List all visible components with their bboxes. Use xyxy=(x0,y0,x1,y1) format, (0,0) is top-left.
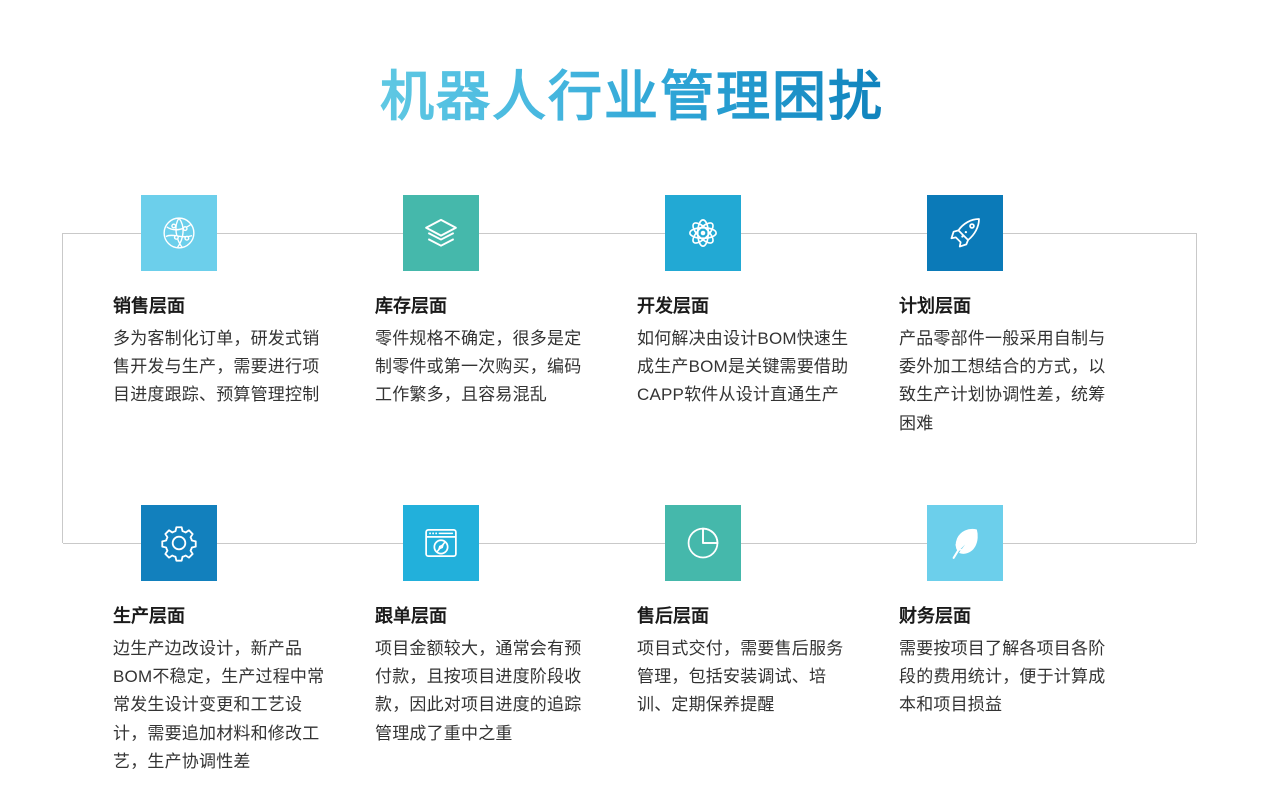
connector-segment-top-1 xyxy=(63,233,141,234)
globe-network-icon xyxy=(158,212,200,254)
page-title-wrap: 机器人行业管理困扰 xyxy=(0,28,1264,168)
card-icon-box xyxy=(141,505,217,581)
connector-segment-bottom-5 xyxy=(1003,543,1196,544)
rocket-icon xyxy=(944,212,986,254)
card-title: 售后层面 xyxy=(637,606,709,626)
page-title: 机器人行业管理困扰 xyxy=(380,64,884,132)
connector-segment-top-5 xyxy=(1003,233,1196,234)
card-title: 财务层面 xyxy=(899,606,971,626)
connector-segment-top-4 xyxy=(741,233,927,234)
card-body: 项目式交付，需要售后服务管理，包括安装调试、培训、定期保养提醒 xyxy=(637,639,844,715)
card-icon-box xyxy=(665,505,741,581)
connector-segment-bottom-1 xyxy=(63,543,141,544)
card-inventory[interactable]: 库存层面 零件规格不确定，很多是定制零件或第一次购买，编码工作繁多，且容易混乱 xyxy=(375,195,610,410)
card-icon-box xyxy=(403,505,479,581)
gear-icon xyxy=(158,522,200,564)
connector-segment-bottom-4 xyxy=(741,543,927,544)
card-icon-box xyxy=(927,505,1003,581)
card-title: 销售层面 xyxy=(113,296,185,316)
card-title: 生产层面 xyxy=(113,606,185,626)
card-body: 多为客制化订单，研发式销售开发与生产，需要进行项目进度跟踪、预算管理控制 xyxy=(113,329,320,405)
card-title: 跟单层面 xyxy=(375,606,447,626)
card-body: 需要按项目了解各项目各阶段的费用统计，便于计算成本和项目损益 xyxy=(899,639,1106,715)
browser-compass-icon xyxy=(420,522,462,564)
card-title: 计划层面 xyxy=(899,296,971,316)
card-order-tracking[interactable]: 跟单层面 项目金额较大，通常会有预付款，且按项目进度阶段收款，因此对项目进度的追… xyxy=(375,505,610,748)
connector-mask-bottom xyxy=(63,536,1196,552)
feather-icon xyxy=(944,522,986,564)
card-icon-box xyxy=(403,195,479,271)
card-title: 开发层面 xyxy=(637,296,709,316)
card-icon-box xyxy=(927,195,1003,271)
connector-segment-bottom-2 xyxy=(217,543,403,544)
card-sales[interactable]: 销售层面 多为客制化订单，研发式销售开发与生产，需要进行项目进度跟踪、预算管理控… xyxy=(113,195,348,410)
connector-mask-top xyxy=(63,226,1196,242)
card-production[interactable]: 生产层面 边生产边改设计，新产品BOM不稳定，生产过程中常常发生设计变更和工艺设… xyxy=(113,505,348,776)
atom-icon xyxy=(682,212,724,254)
card-development[interactable]: 开发层面 如何解决由设计BOM快速生成生产BOM是关键需要借助CAPP软件从设计… xyxy=(637,195,872,410)
connector-segment-top-3 xyxy=(479,233,665,234)
pie-chart-icon xyxy=(682,522,724,564)
connector-segment-bottom-3 xyxy=(479,543,665,544)
card-planning[interactable]: 计划层面 产品零部件一般采用自制与委外加工想结合的方式，以致生产计划协调性差，统… xyxy=(899,195,1134,438)
card-body: 项目金额较大，通常会有预付款，且按项目进度阶段收款，因此对项目进度的追踪管理成了… xyxy=(375,639,582,743)
card-finance[interactable]: 财务层面 需要按项目了解各项目各阶段的费用统计，便于计算成本和项目损益 xyxy=(899,505,1134,720)
layers-stack-icon xyxy=(420,212,462,254)
card-body: 如何解决由设计BOM快速生成生产BOM是关键需要借助CAPP软件从设计直通生产 xyxy=(637,329,849,405)
card-after-sales[interactable]: 售后层面 项目式交付，需要售后服务管理，包括安装调试、培训、定期保养提醒 xyxy=(637,505,872,720)
card-icon-box xyxy=(141,195,217,271)
card-body: 产品零部件一般采用自制与委外加工想结合的方式，以致生产计划协调性差，统筹困难 xyxy=(899,329,1106,433)
connector-segment-top-2 xyxy=(217,233,403,234)
card-body: 边生产边改设计，新产品BOM不稳定，生产过程中常常发生设计变更和工艺设计，需要追… xyxy=(113,639,325,771)
card-body: 零件规格不确定，很多是定制零件或第一次购买，编码工作繁多，且容易混乱 xyxy=(375,329,582,405)
card-title: 库存层面 xyxy=(375,296,447,316)
card-icon-box xyxy=(665,195,741,271)
